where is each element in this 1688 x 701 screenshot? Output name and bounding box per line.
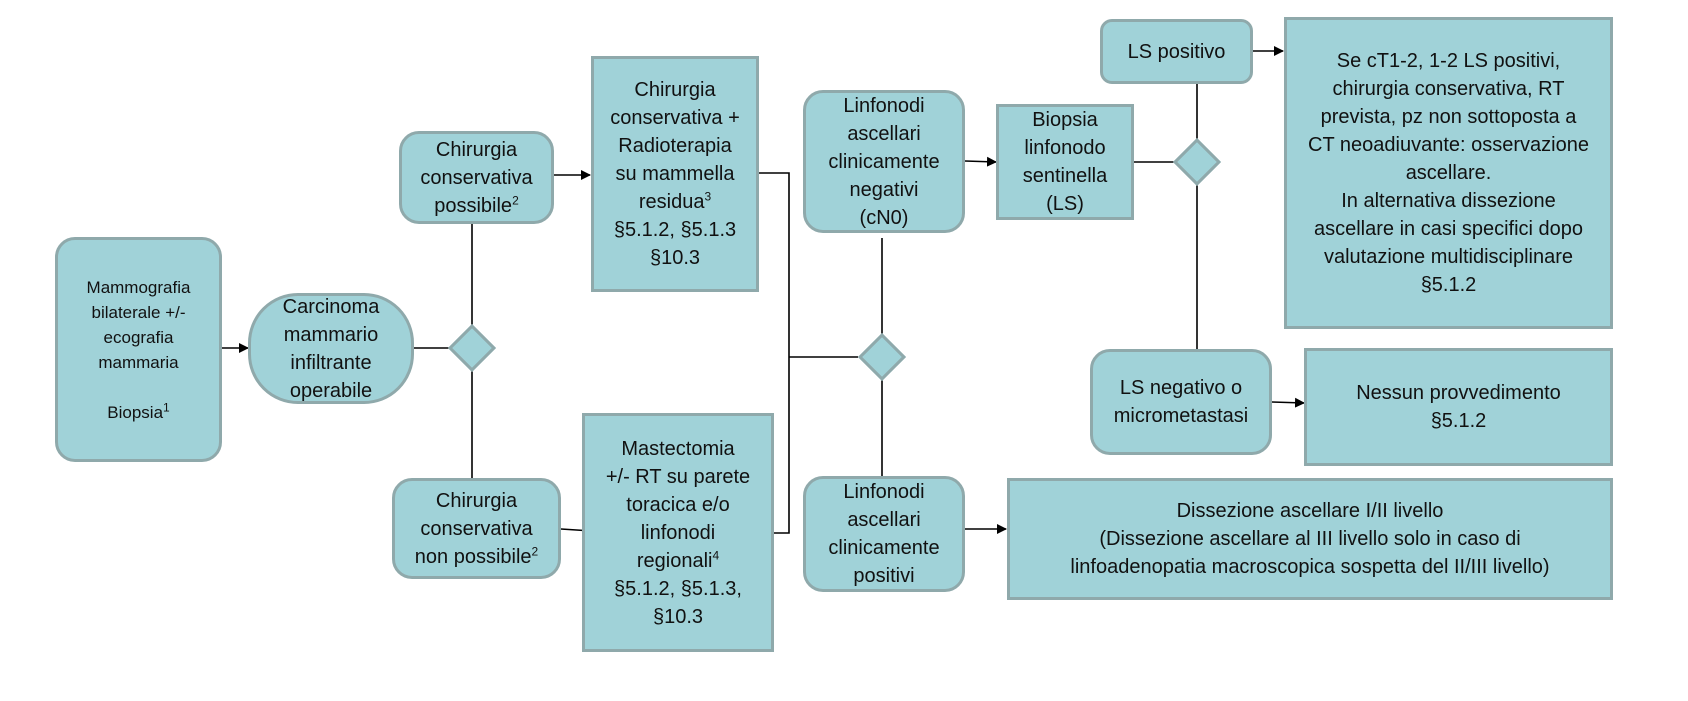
- node-text: §5.1.2, §5.1.3,: [614, 577, 742, 600]
- node-text: non possibile: [414, 545, 532, 568]
- node-text: valutazione multidisciplinare: [1323, 246, 1573, 268]
- footnote-marker: 2: [531, 543, 539, 558]
- arrow-lsneg-to-nessun: [1271, 397, 1305, 408]
- node-text-with-footnote: non possibile2: [415, 543, 538, 571]
- node-text: su mammella: [615, 163, 735, 185]
- node-text: ascellari: [847, 122, 921, 145]
- node-text: ecografia: [103, 327, 174, 347]
- node-text: clinicamente: [828, 150, 940, 173]
- line-mastectomia-to-merge: [774, 356, 790, 534]
- node-dissezione-ascellare: Dissezione ascellare I/II livello (Disse…: [1007, 478, 1613, 600]
- node-text-with-footnote: residua3: [639, 188, 711, 216]
- node-text: sentinella: [1022, 165, 1108, 187]
- node-text: §10.3: [649, 247, 701, 269]
- node-linfonodi-positivi: Linfonodi ascellari clinicamente positiv…: [803, 476, 965, 592]
- node-text: CT neoadiuvante: osservazione: [1308, 134, 1589, 156]
- node-text: §5.1.2: [1430, 410, 1487, 432]
- node-mastectomia: Mastectomia +/- RT su parete toracica e/…: [582, 413, 774, 652]
- node-text: LS negativo o: [1119, 377, 1243, 399]
- node-text: infiltrante: [290, 351, 372, 374]
- node-text-with-footnote: regionali4: [637, 547, 719, 575]
- node-text: Nessun provvedimento: [1356, 382, 1561, 404]
- node-text: In alternativa dissezione: [1341, 190, 1556, 212]
- node-text: conservativa: [420, 166, 533, 189]
- node-text: positivi: [853, 565, 915, 587]
- node-text: Chirurgia: [435, 489, 518, 512]
- node-text: prevista, pz non sottoposta a: [1320, 106, 1577, 128]
- node-text: linfoadenopatia macroscopica sospetta de…: [1070, 556, 1550, 578]
- node-text: Mastectomia: [621, 437, 735, 460]
- node-text: §5.1.2, §5.1.3: [613, 219, 737, 241]
- node-chirurgia-radioterapia: Chirurgia conservativa + Radioterapia su…: [591, 56, 759, 292]
- node-biopsia-linfonodo-sentinella: Biopsia linfonodo sentinella (LS): [996, 104, 1134, 220]
- node-text: (LS): [1046, 193, 1084, 215]
- arrow-negativi-to-biopsia: [964, 156, 997, 167]
- node-text: ascellari: [847, 509, 921, 531]
- node-text: (cN0): [859, 206, 909, 229]
- footnote-marker: 3: [704, 189, 712, 204]
- node-text-with-footnote: possibile2: [434, 192, 519, 220]
- node-ls-positivo: LS positivo: [1100, 19, 1253, 84]
- node-mammografia-biopsia: Mammografia bilaterale +/- ecografia mam…: [55, 237, 222, 462]
- node-text: toracica e/o: [626, 493, 730, 516]
- node-text: Carcinoma: [282, 295, 380, 318]
- node-text: possibile: [434, 194, 513, 217]
- node-text: linfonodo: [1024, 137, 1106, 159]
- node-text: clinicamente: [828, 537, 940, 559]
- node-text-with-footnote: Biopsia1: [107, 400, 169, 425]
- node-text: conservativa +: [610, 107, 740, 129]
- line-chir-radio-to-merge: [759, 172, 790, 356]
- node-text: Linfonodi: [843, 94, 925, 117]
- node-text: §5.1.2: [1420, 274, 1477, 296]
- footnote-marker: 4: [712, 547, 720, 562]
- node-linfonodi-negativi: Linfonodi ascellari clinicamente negativ…: [803, 90, 965, 233]
- node-ls-positivo-outcome: Se cT1-2, 1-2 LS positivi, chirurgia con…: [1284, 17, 1613, 329]
- node-text: mammaria: [98, 352, 179, 372]
- node-text: +/- RT su parete: [605, 465, 751, 488]
- node-chirurgia-possibile: Chirurgia conservativa possibile2: [399, 131, 554, 224]
- node-chirurgia-non-possibile: Chirurgia conservativa non possibile2: [392, 478, 561, 579]
- footnote-marker: 1: [163, 399, 170, 414]
- node-text: ascellare.: [1405, 162, 1492, 184]
- node-text: linfonodi: [640, 521, 716, 544]
- node-text: §10.3: [652, 605, 704, 628]
- node-text: regionali: [636, 549, 713, 572]
- node-carcinoma-operabile: Carcinoma mammario infiltrante operabile: [248, 293, 414, 404]
- node-text: bilaterale +/-: [91, 302, 186, 322]
- node-text: micrometastasi: [1113, 405, 1249, 427]
- node-text: Chirurgia: [435, 138, 518, 161]
- node-text: operabile: [289, 379, 373, 402]
- node-text: Se cT1-2, 1-2 LS positivi,: [1336, 50, 1561, 72]
- node-text: conservativa: [420, 517, 533, 540]
- node-nessun-provvedimento: Nessun provvedimento §5.1.2: [1304, 348, 1613, 466]
- node-text: Linfonodi: [843, 481, 925, 503]
- node-text: negativi: [849, 178, 919, 201]
- node-text: (Dissezione ascellare al III livello sol…: [1099, 528, 1521, 550]
- footnote-marker: 2: [512, 192, 519, 207]
- node-text: Dissezione ascellare I/II livello: [1176, 500, 1444, 522]
- node-text: residua: [638, 191, 705, 213]
- node-text: ascellare in casi specifici dopo: [1313, 218, 1584, 240]
- node-text: Chirurgia: [634, 79, 716, 101]
- node-text: chirurgia conservativa, RT: [1332, 78, 1565, 100]
- node-text: Radioterapia: [618, 135, 732, 157]
- node-ls-negativo: LS negativo o micrometastasi: [1090, 349, 1272, 455]
- node-text: LS positivo: [1127, 40, 1226, 63]
- node-text: Biopsia: [107, 402, 164, 422]
- node-text: Mammografia: [86, 277, 191, 297]
- node-text: Biopsia: [1032, 109, 1098, 131]
- node-text: mammario: [283, 323, 379, 346]
